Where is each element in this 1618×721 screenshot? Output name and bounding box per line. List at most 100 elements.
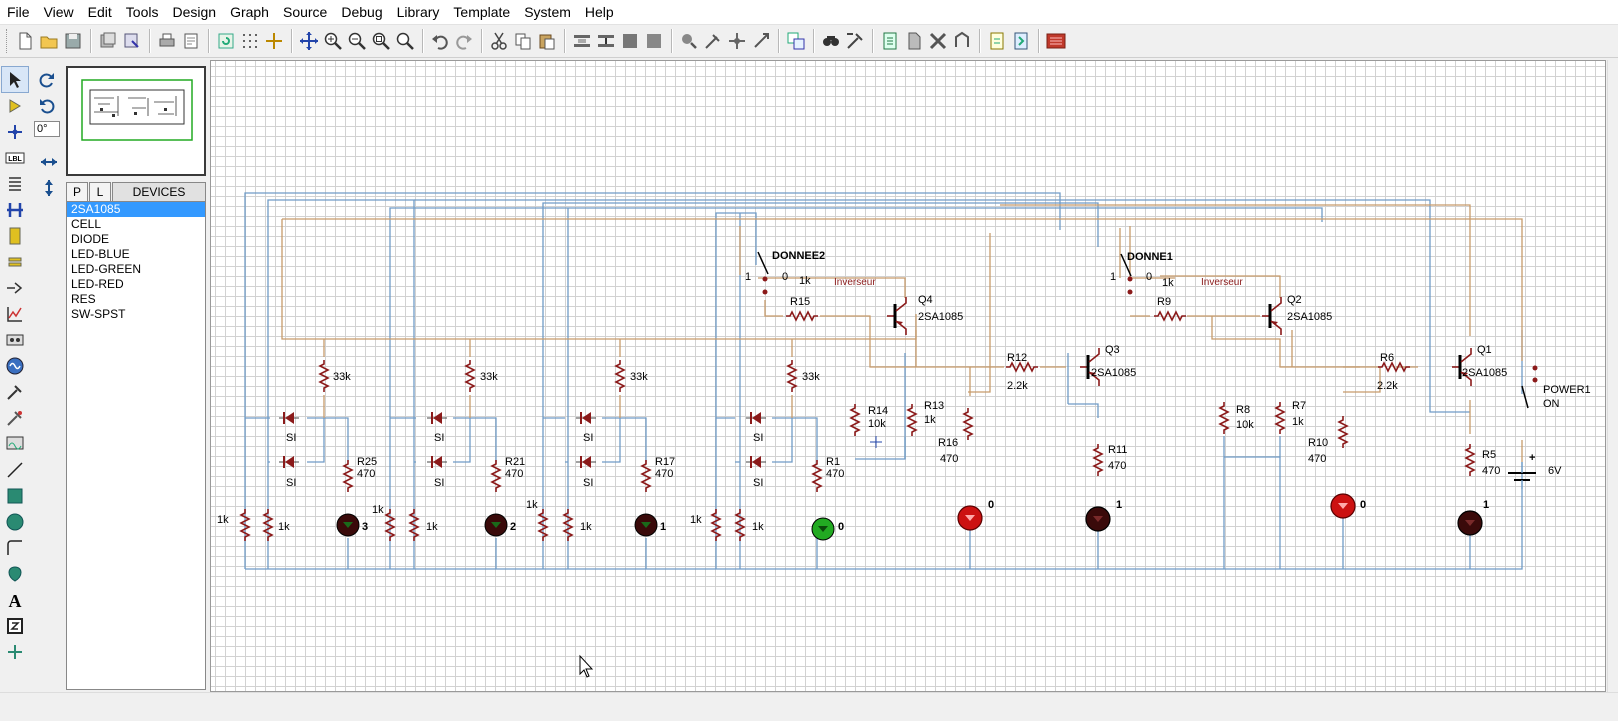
menu-graph[interactable]: Graph xyxy=(230,4,269,20)
menu-library[interactable]: Library xyxy=(396,4,440,20)
wire-label-icon[interactable]: LBL xyxy=(2,145,28,170)
menu-bar: File View Edit Tools Design Graph Source… xyxy=(0,0,1618,25)
device-item-sw-spst[interactable]: SW-SPST xyxy=(71,307,126,321)
device-item-res[interactable]: RES xyxy=(71,292,96,306)
property-tool-icon[interactable] xyxy=(844,30,866,52)
menu-file[interactable]: File xyxy=(7,4,30,20)
pan-icon[interactable] xyxy=(298,30,320,52)
bill-of-materials-icon[interactable] xyxy=(879,30,901,52)
grid-toggle-icon[interactable] xyxy=(239,30,261,52)
mirror-horizontal-icon[interactable] xyxy=(36,149,62,174)
zoom-out-icon[interactable] xyxy=(346,30,368,52)
cut-icon[interactable] xyxy=(488,30,510,52)
ares-icon[interactable] xyxy=(1045,30,1067,52)
paste-icon[interactable] xyxy=(536,30,558,52)
mirror-buttons xyxy=(34,148,64,201)
electrical-check-icon[interactable] xyxy=(927,30,949,52)
menu-edit[interactable]: Edit xyxy=(87,4,112,20)
origin-icon[interactable] xyxy=(263,30,285,52)
menu-system[interactable]: System xyxy=(524,4,571,20)
mode-toolbox: LBL A xyxy=(0,66,30,686)
zoom-in-icon[interactable] xyxy=(322,30,344,52)
box-2d-icon[interactable] xyxy=(2,483,28,508)
import-icon[interactable] xyxy=(97,30,119,52)
arc-2d-icon[interactable] xyxy=(2,535,28,560)
block-move-icon[interactable] xyxy=(595,30,617,52)
horizontal-scrollbar[interactable] xyxy=(0,692,1618,721)
print-icon[interactable] xyxy=(156,30,178,52)
zoom-area-icon[interactable] xyxy=(394,30,416,52)
menu-design[interactable]: Design xyxy=(172,4,217,20)
current-probe-icon[interactable] xyxy=(2,405,28,430)
svg-text:A: A xyxy=(9,591,22,610)
terminals-icon[interactable] xyxy=(2,249,28,274)
mirror-vertical-icon[interactable] xyxy=(36,175,62,200)
overview-window[interactable] xyxy=(66,66,206,176)
library-manager-button[interactable]: L xyxy=(89,182,111,202)
selection-mode-icon[interactable] xyxy=(1,66,29,93)
print-area-icon[interactable] xyxy=(180,30,202,52)
tape-recorder-icon[interactable] xyxy=(2,327,28,352)
marker-2d-icon[interactable] xyxy=(2,639,28,664)
package-tool-icon[interactable] xyxy=(726,30,748,52)
subcircuit-icon[interactable] xyxy=(2,223,28,248)
search-tag-icon[interactable] xyxy=(820,30,842,52)
make-device-icon[interactable] xyxy=(702,30,724,52)
block-delete-icon[interactable] xyxy=(643,30,665,52)
menu-view[interactable]: View xyxy=(43,4,74,20)
device-item-led-green[interactable]: LED-GREEN xyxy=(71,262,142,276)
device-item-diode[interactable]: DIODE xyxy=(71,232,110,246)
undo-icon[interactable] xyxy=(429,30,451,52)
refresh-icon[interactable] xyxy=(215,30,237,52)
svg-text:LBL: LBL xyxy=(8,156,22,163)
build-icon[interactable] xyxy=(1010,30,1032,52)
device-item-2sa1085[interactable]: 2SA1085 xyxy=(67,202,205,217)
block-rotate-icon[interactable] xyxy=(619,30,641,52)
symbol-2d-icon[interactable] xyxy=(2,613,28,638)
device-item-cell[interactable]: CELL xyxy=(71,217,102,231)
pick-device-icon[interactable] xyxy=(678,30,700,52)
decompose-icon[interactable] xyxy=(750,30,772,52)
new-file-icon[interactable] xyxy=(14,30,36,52)
menu-help[interactable]: Help xyxy=(584,4,614,20)
device-list[interactable]: 2SA1085 CELL DIODE LED-BLUE LED-GREEN LE… xyxy=(66,201,206,690)
menu-source[interactable]: Source xyxy=(282,4,328,20)
save-icon[interactable] xyxy=(62,30,84,52)
virtual-instruments-icon[interactable] xyxy=(2,431,28,456)
block-copy-icon[interactable] xyxy=(571,30,593,52)
rotate-anticlockwise-icon[interactable] xyxy=(34,93,60,118)
junction-dot-icon[interactable] xyxy=(2,119,28,144)
export-icon[interactable] xyxy=(121,30,143,52)
wire-autorouter-icon[interactable] xyxy=(785,30,807,52)
menu-debug[interactable]: Debug xyxy=(341,4,383,20)
zoom-all-icon[interactable] xyxy=(370,30,392,52)
menu-template[interactable]: Template xyxy=(453,4,511,20)
device-pins-icon[interactable] xyxy=(2,275,28,300)
menu-tools[interactable]: Tools xyxy=(125,4,159,20)
device-item-led-red[interactable]: LED-RED xyxy=(71,277,124,291)
netlist-icon[interactable] xyxy=(903,30,925,52)
line-2d-icon[interactable] xyxy=(2,457,28,482)
copy-icon[interactable] xyxy=(512,30,534,52)
text-2d-icon[interactable]: A xyxy=(2,587,28,612)
generator-icon[interactable] xyxy=(2,353,28,378)
component-mode-icon[interactable] xyxy=(2,93,28,118)
open-folder-icon[interactable] xyxy=(38,30,60,52)
graph-mode-icon[interactable] xyxy=(2,301,28,326)
schematic-editor-canvas[interactable] xyxy=(210,60,1606,692)
pick-from-library-button[interactable]: P xyxy=(66,182,88,202)
redo-icon[interactable] xyxy=(453,30,475,52)
orientation-toolbar xyxy=(32,66,62,216)
bus-icon[interactable] xyxy=(2,197,28,222)
source-code-icon[interactable] xyxy=(986,30,1008,52)
path-2d-icon[interactable] xyxy=(2,561,28,586)
vertical-scrollbar[interactable] xyxy=(1607,60,1618,692)
netlist-transfer-icon[interactable] xyxy=(951,30,973,52)
circle-2d-icon[interactable] xyxy=(2,509,28,534)
voltage-probe-icon[interactable] xyxy=(2,379,28,404)
text-script-icon[interactable] xyxy=(2,171,28,196)
rotation-angle-input[interactable] xyxy=(34,121,60,137)
toolbar-grip[interactable] xyxy=(6,29,10,53)
rotate-clockwise-icon[interactable] xyxy=(34,67,60,92)
device-item-led-blue[interactable]: LED-BLUE xyxy=(71,247,130,261)
